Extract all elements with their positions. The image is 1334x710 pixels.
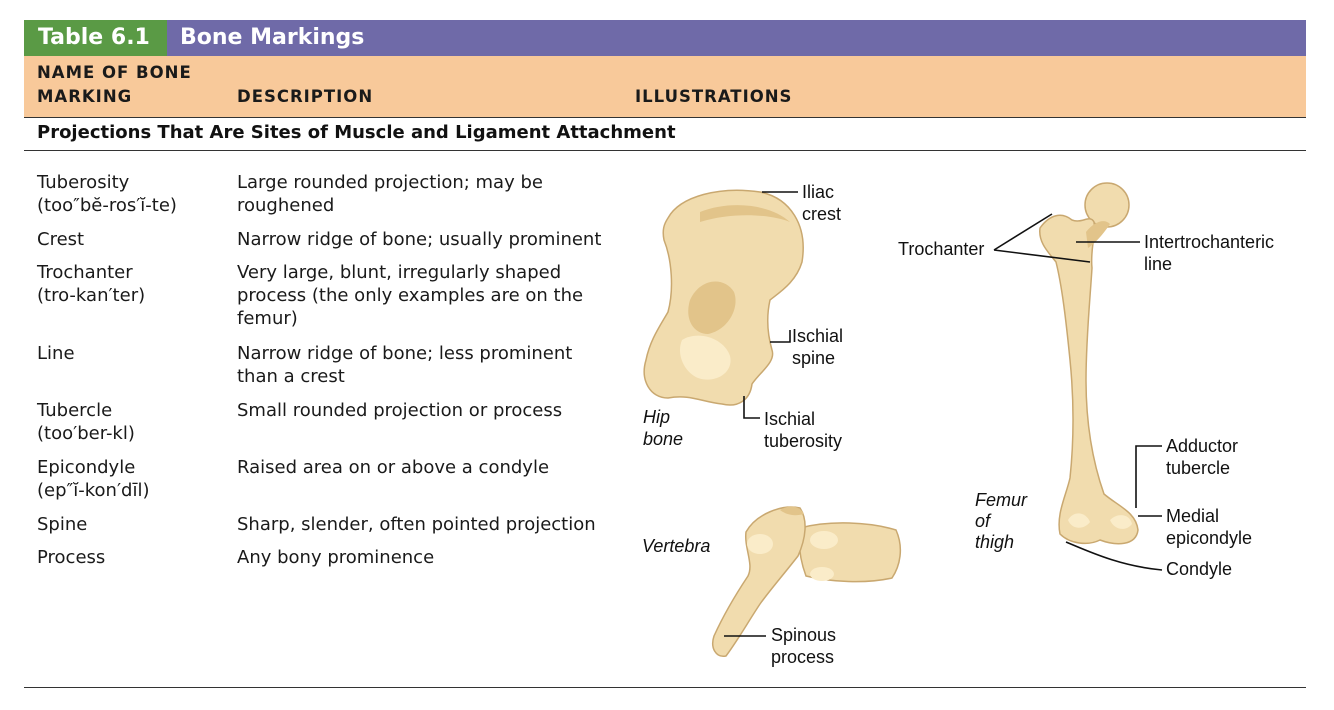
column-header-name-line1: NAME OF BONE	[37, 63, 192, 82]
ischial-tuberosity-leader	[743, 396, 760, 419]
row-desc-process: Any bony prominence	[237, 547, 435, 568]
caption-hip-bone-2: bone	[643, 429, 683, 449]
row-desc-tubercle: Small rounded projection or process	[237, 400, 563, 421]
label-ischial-tuberosity-1: Ischial	[764, 409, 815, 429]
label-intertrochanteric-2: line	[1144, 254, 1172, 274]
row-desc-line: Narrow ridge of bone; less prominent tha…	[237, 343, 573, 387]
label-spinous-process-1: Spinous	[771, 625, 836, 645]
row-name-tuberosity: Tuberosity (too″bĕ-ros′ĭ-te)	[37, 171, 227, 217]
label-iliac-crest-2: crest	[802, 204, 841, 224]
row-name-line: Line	[37, 343, 75, 364]
row-name-epicondyle: Epicondyle (ep″ĭ-kon′dīl)	[37, 456, 227, 502]
column-header-band	[24, 56, 1306, 118]
row-desc-epicondyle: Raised area on or above a condyle	[237, 457, 550, 478]
label-medial-epicondyle-2: epicondyle	[1166, 528, 1252, 548]
table-number: Table 6.1	[24, 20, 167, 56]
label-medial-epicondyle-1: Medial	[1166, 506, 1219, 526]
column-header-illustrations: ILLUSTRATIONS	[635, 87, 793, 106]
label-intertrochanteric-1: Intertrochanteric	[1144, 232, 1274, 252]
label-ischial-tuberosity-2: tuberosity	[764, 431, 842, 451]
column-header-description: DESCRIPTION	[237, 87, 374, 106]
label-adductor-2: tubercle	[1166, 458, 1230, 478]
label-spinous-process-2: process	[771, 647, 834, 667]
column-header-name-line2: MARKING	[37, 87, 133, 106]
row-name-crest: Crest	[37, 229, 85, 250]
caption-femur-3: thigh	[975, 532, 1014, 552]
pronunciation: (too″bĕ-ros′ĭ-te)	[37, 195, 177, 216]
row-name-spine: Spine	[37, 514, 88, 535]
label-iliac-crest-1: Iliac	[802, 182, 834, 202]
table-title-bar: Table 6.1 Bone Markings	[24, 20, 1306, 56]
row-desc-crest: Narrow ridge of bone; usually prominent	[237, 229, 602, 250]
row-desc-tuberosity: Large rounded projection; may be roughen…	[237, 172, 543, 216]
ischial-spine-leader	[770, 330, 791, 343]
label-trochanter: Trochanter	[898, 239, 984, 259]
condyle-leader	[1065, 541, 1163, 571]
pronunciation: (ep″ĭ-kon′dīl)	[37, 480, 150, 501]
section-title: Projections That Are Sites of Muscle and…	[37, 122, 676, 143]
column-header-name: NAME OF BONE MARKING	[37, 61, 192, 109]
row-name-trochanter: Trochanter (tro-kan′ter)	[37, 261, 227, 307]
caption-femur-2: of	[975, 511, 992, 531]
trochanter-leader-upper	[993, 213, 1053, 251]
label-condyle: Condyle	[1166, 559, 1232, 579]
table-title: Bone Markings	[180, 25, 365, 50]
caption-vertebra: Vertebra	[642, 536, 710, 556]
vertebra-illustration	[712, 506, 902, 657]
caption-hip-bone-1: Hip	[643, 407, 670, 427]
pronunciation: (tro-kan′ter)	[37, 285, 146, 306]
pronunciation: (too′ber-kl)	[37, 423, 135, 444]
row-name-tubercle: Tubercle (too′ber-kl)	[37, 399, 227, 445]
label-ischial-spine-1: Ischial	[792, 326, 843, 346]
label-ischial-spine-2: spine	[792, 348, 835, 368]
hip-bone-illustration	[643, 189, 804, 406]
trochanter-leader-lower	[993, 249, 1091, 263]
bottom-rule	[24, 687, 1306, 688]
label-adductor-1: Adductor	[1166, 436, 1238, 456]
row-desc-trochanter: Very large, blunt, irregularly shaped pr…	[237, 262, 584, 329]
caption-femur-1: Femur	[975, 490, 1028, 510]
row-name-process: Process	[37, 547, 106, 568]
adductor-leader	[1135, 445, 1162, 508]
femur-illustration	[1039, 182, 1139, 545]
section-divider	[24, 150, 1306, 151]
row-desc-spine: Sharp, slender, often pointed projection	[237, 514, 596, 535]
